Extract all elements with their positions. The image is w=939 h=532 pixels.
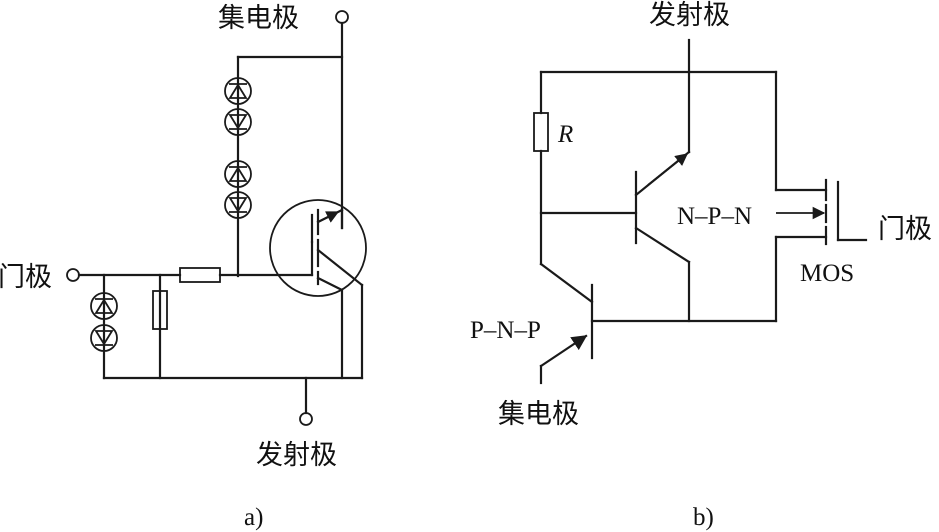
caption-a: a) bbox=[244, 504, 263, 531]
npn-label-b: N–P–N bbox=[677, 203, 752, 230]
gate-label-a: 门极 bbox=[0, 262, 52, 293]
gate-label-b: 门极 bbox=[878, 214, 932, 245]
caption-b: b) bbox=[693, 504, 714, 531]
emitter-label-b: 发射极 bbox=[649, 0, 730, 31]
pnp-label-b: P–N–P bbox=[470, 317, 541, 344]
diagram-a: 集电极 门极 发射极 a) bbox=[0, 3, 367, 531]
mos-transistor-b bbox=[774, 70, 868, 323]
igbt-symbol-a bbox=[269, 199, 367, 297]
gate-emitter-resistor-a bbox=[152, 290, 168, 330]
gate-terminal-a bbox=[66, 268, 80, 282]
emitter-terminal-a bbox=[299, 412, 313, 426]
emitter-label-a: 发射极 bbox=[256, 440, 337, 471]
collector-label-b: 集电极 bbox=[498, 399, 579, 430]
diagram-b: 发射极 R N–P–N 门极 MOS P–N–P 集电极 b) bbox=[470, 0, 932, 531]
resistor-label-b: R bbox=[557, 121, 573, 148]
resistor-r-b bbox=[533, 112, 549, 152]
npn-transistor-b bbox=[539, 70, 691, 323]
mos-label-b: MOS bbox=[800, 260, 854, 287]
zener-string-a bbox=[224, 77, 252, 219]
gate-zener-pair-a bbox=[90, 292, 118, 352]
pnp-transistor-b bbox=[539, 262, 778, 385]
gate-resistor-a bbox=[179, 267, 221, 283]
collector-label-a: 集电极 bbox=[218, 3, 299, 34]
collector-terminal-a bbox=[335, 10, 349, 24]
